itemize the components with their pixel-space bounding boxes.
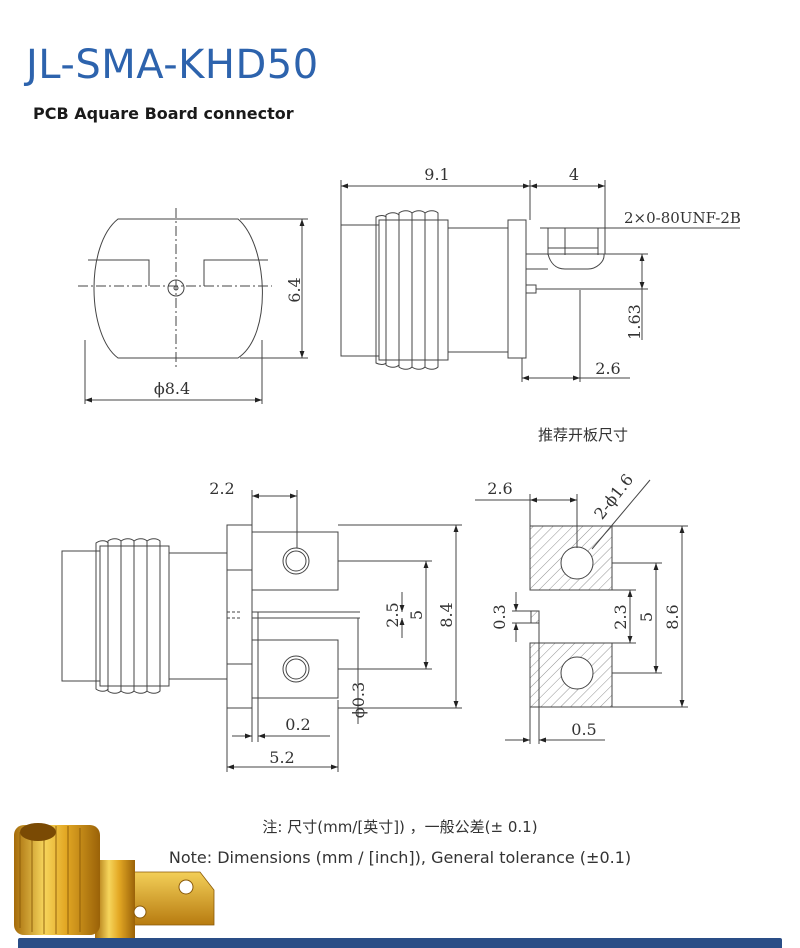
dim-label-5: 5 bbox=[637, 612, 656, 622]
pin-pad bbox=[530, 610, 540, 624]
top-tab-upper bbox=[251, 531, 339, 591]
side-neck bbox=[447, 227, 509, 353]
top-flange bbox=[226, 524, 253, 709]
hole-spec-label: 2-ϕ1.6 bbox=[590, 470, 637, 523]
note-chinese: 注: 尺寸(mm/[英寸]) ，一般公差(± 0.1) bbox=[262, 818, 538, 836]
footer-bar bbox=[18, 938, 782, 948]
thread-spec-label: 2×0-80UNF-2B bbox=[624, 209, 741, 227]
top-neck bbox=[168, 552, 228, 680]
product-photo bbox=[14, 823, 215, 948]
top-view bbox=[61, 490, 462, 772]
product-hole bbox=[133, 905, 147, 919]
top-thread-outline bbox=[99, 545, 170, 687]
front-view-slot bbox=[88, 259, 268, 286]
dim-label-height: 6.4 bbox=[285, 277, 304, 302]
dim-label-phi-0-3: ϕ0.3 bbox=[349, 682, 368, 718]
pin-center bbox=[173, 285, 179, 291]
dim-label-2-3: 2.3 bbox=[611, 604, 630, 629]
layout-section-label: 推荐开板尺寸 bbox=[538, 426, 628, 444]
thread-ridges bbox=[375, 210, 439, 370]
pad-hole bbox=[560, 546, 594, 580]
product-opening bbox=[20, 823, 56, 841]
tab-hole bbox=[282, 547, 310, 575]
front-view bbox=[78, 208, 308, 404]
top-tab-lower bbox=[251, 639, 339, 699]
side-body bbox=[340, 224, 380, 357]
dim-label-0-5: 0.5 bbox=[571, 720, 596, 739]
side-pin bbox=[526, 253, 605, 270]
product-hole bbox=[178, 879, 194, 895]
dim-label-5-2: 5.2 bbox=[269, 748, 294, 767]
page-subtitle: PCB Aquare Board connector bbox=[33, 104, 294, 123]
leader-line bbox=[591, 479, 651, 550]
dim-label-length: 9.1 bbox=[424, 165, 449, 184]
side-flange bbox=[507, 219, 527, 359]
tab-hole bbox=[282, 655, 310, 683]
thread-ridges bbox=[95, 538, 161, 694]
dim-label-2-5: 2.5 bbox=[383, 602, 402, 627]
dim-label-flange: 2.6 bbox=[595, 359, 620, 378]
pin-circle bbox=[167, 279, 185, 297]
note-english: Note: Dimensions (mm / [inch]), General … bbox=[168, 848, 632, 867]
dim-label-tail: 4 bbox=[569, 165, 579, 184]
product-thread bbox=[14, 825, 100, 935]
dim-label-2-6: 2.6 bbox=[487, 479, 512, 498]
dim-label-8-6: 8.6 bbox=[663, 604, 682, 629]
dim-label-pin-offset: 1.63 bbox=[625, 304, 644, 340]
product-flange bbox=[95, 860, 135, 948]
dim-label-5: 5 bbox=[407, 610, 426, 620]
side-view bbox=[340, 180, 740, 382]
top-body bbox=[61, 550, 101, 682]
dim-label-2-2: 2.2 bbox=[209, 479, 234, 498]
pad-hole bbox=[560, 656, 594, 690]
dim-label-0-3: 0.3 bbox=[490, 604, 509, 629]
pcb-layout-view bbox=[475, 479, 688, 744]
front-view-outline bbox=[93, 218, 263, 359]
side-pin-tab bbox=[525, 284, 537, 294]
dim-label-8-4: 8.4 bbox=[437, 602, 456, 627]
page-title: JL-SMA-KHD50 bbox=[26, 42, 319, 88]
dim-label-0-2: 0.2 bbox=[285, 715, 310, 734]
dim-label-diameter: ϕ8.4 bbox=[154, 379, 190, 398]
